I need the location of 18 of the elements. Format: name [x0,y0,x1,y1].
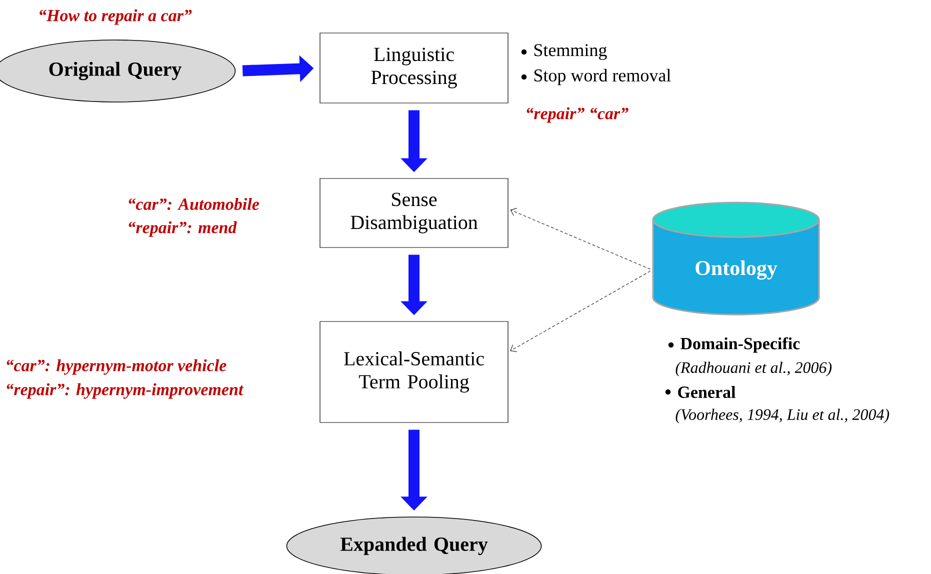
annotation: “car”: Automobile [128,198,260,210]
annotation: “repair” “car” [526,107,628,123]
annotation: (Radhouani et al., 2006) [676,362,832,376]
process-box: Sense Disambiguation [320,178,508,248]
annotation: Stemming [534,44,607,60]
annotation: Stop word removal [534,68,671,86]
annotation: (Voorhees, 1994, Liu et al., 2004) [676,408,890,424]
dashed-arrow [510,208,651,270]
process-box: Lexical-Semantic Term Pooling [320,321,508,423]
annotation: General [678,386,736,398]
database-cylinder: Ontology [652,202,820,316]
annotation: Domain-Specific [680,337,800,353]
annotation: “repair”: hypernym-improvement [6,383,244,399]
oval: Expanded Query [286,516,542,574]
annotation: “car”: hypernym-motor vehicle [6,359,226,375]
process-box: Linguistic Processing [320,32,508,104]
annotation: “repair”: mend [128,221,237,237]
dashed-arrow [510,270,651,352]
